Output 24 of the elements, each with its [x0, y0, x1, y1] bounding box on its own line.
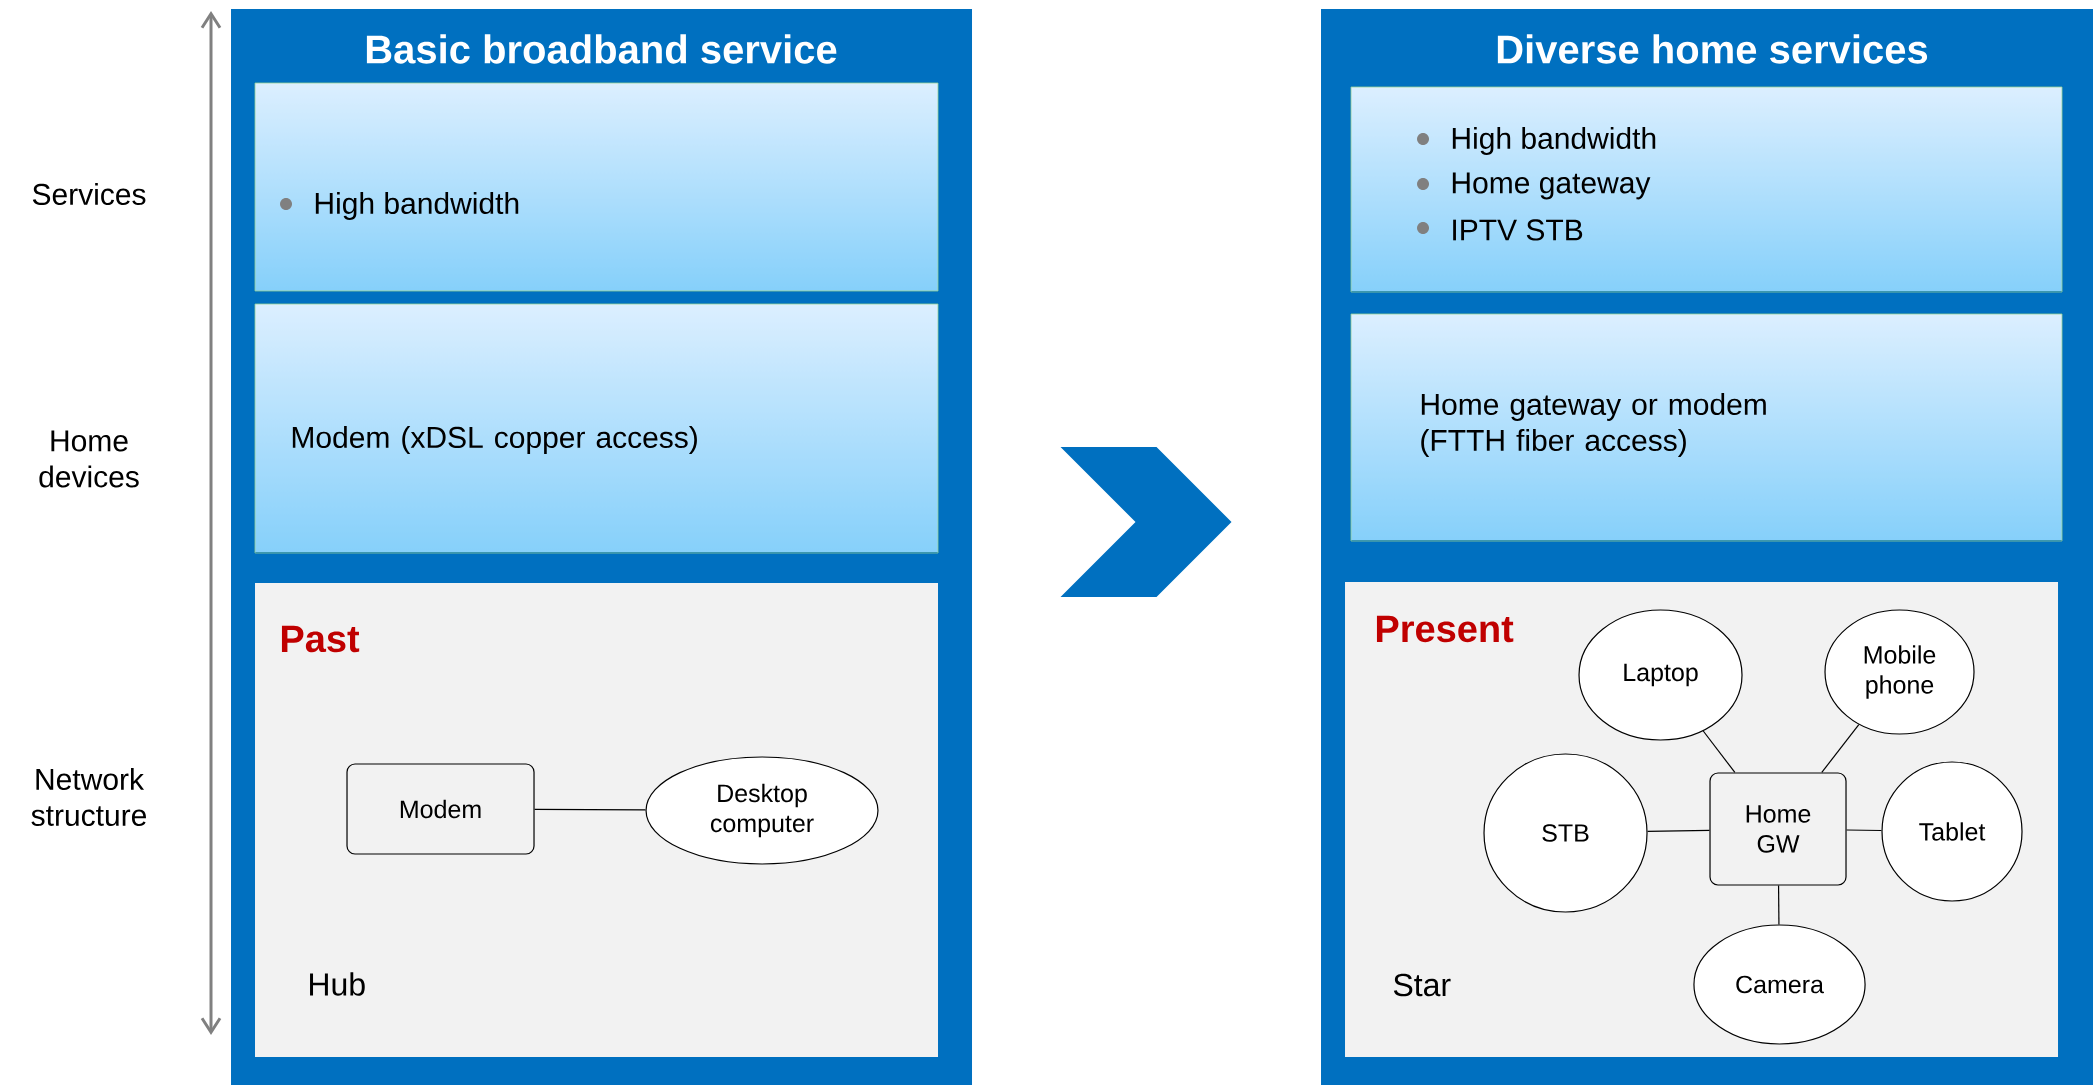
connector-line — [1702, 730, 1736, 773]
chevron-arrow — [1060, 447, 1232, 597]
band-text: Modem (xDSL copper access) — [292, 426, 697, 454]
connector-line — [1777, 885, 1780, 925]
connector-line — [1821, 724, 1860, 773]
bullet-item: High bandwidth — [1417, 127, 1656, 155]
topology-label: Star — [1393, 973, 1451, 997]
topology-label: Hub — [310, 972, 365, 996]
panel-title: Basic broadband service — [366, 34, 837, 64]
era-heading: Present — [1376, 615, 1514, 643]
band-text: Home gateway or modem (FTTH fiber access) — [1421, 393, 1766, 457]
row-label: Network structure — [31, 768, 146, 826]
panel-title: Diverse home services — [1497, 34, 1928, 64]
device-box: Modem — [346, 763, 535, 855]
connector-line — [1647, 829, 1710, 833]
era-heading: Past — [281, 625, 360, 653]
connector-line — [1846, 829, 1883, 832]
row-label: Home devices — [39, 430, 139, 488]
bullet-item: Home gateway — [1417, 172, 1651, 200]
bullet-item: IPTV STB — [1417, 219, 1583, 241]
device-box: Home GW — [1709, 772, 1847, 886]
connector-line — [534, 808, 647, 811]
bullet-item: High bandwidth — [280, 192, 519, 220]
row-label: Services — [32, 183, 146, 205]
